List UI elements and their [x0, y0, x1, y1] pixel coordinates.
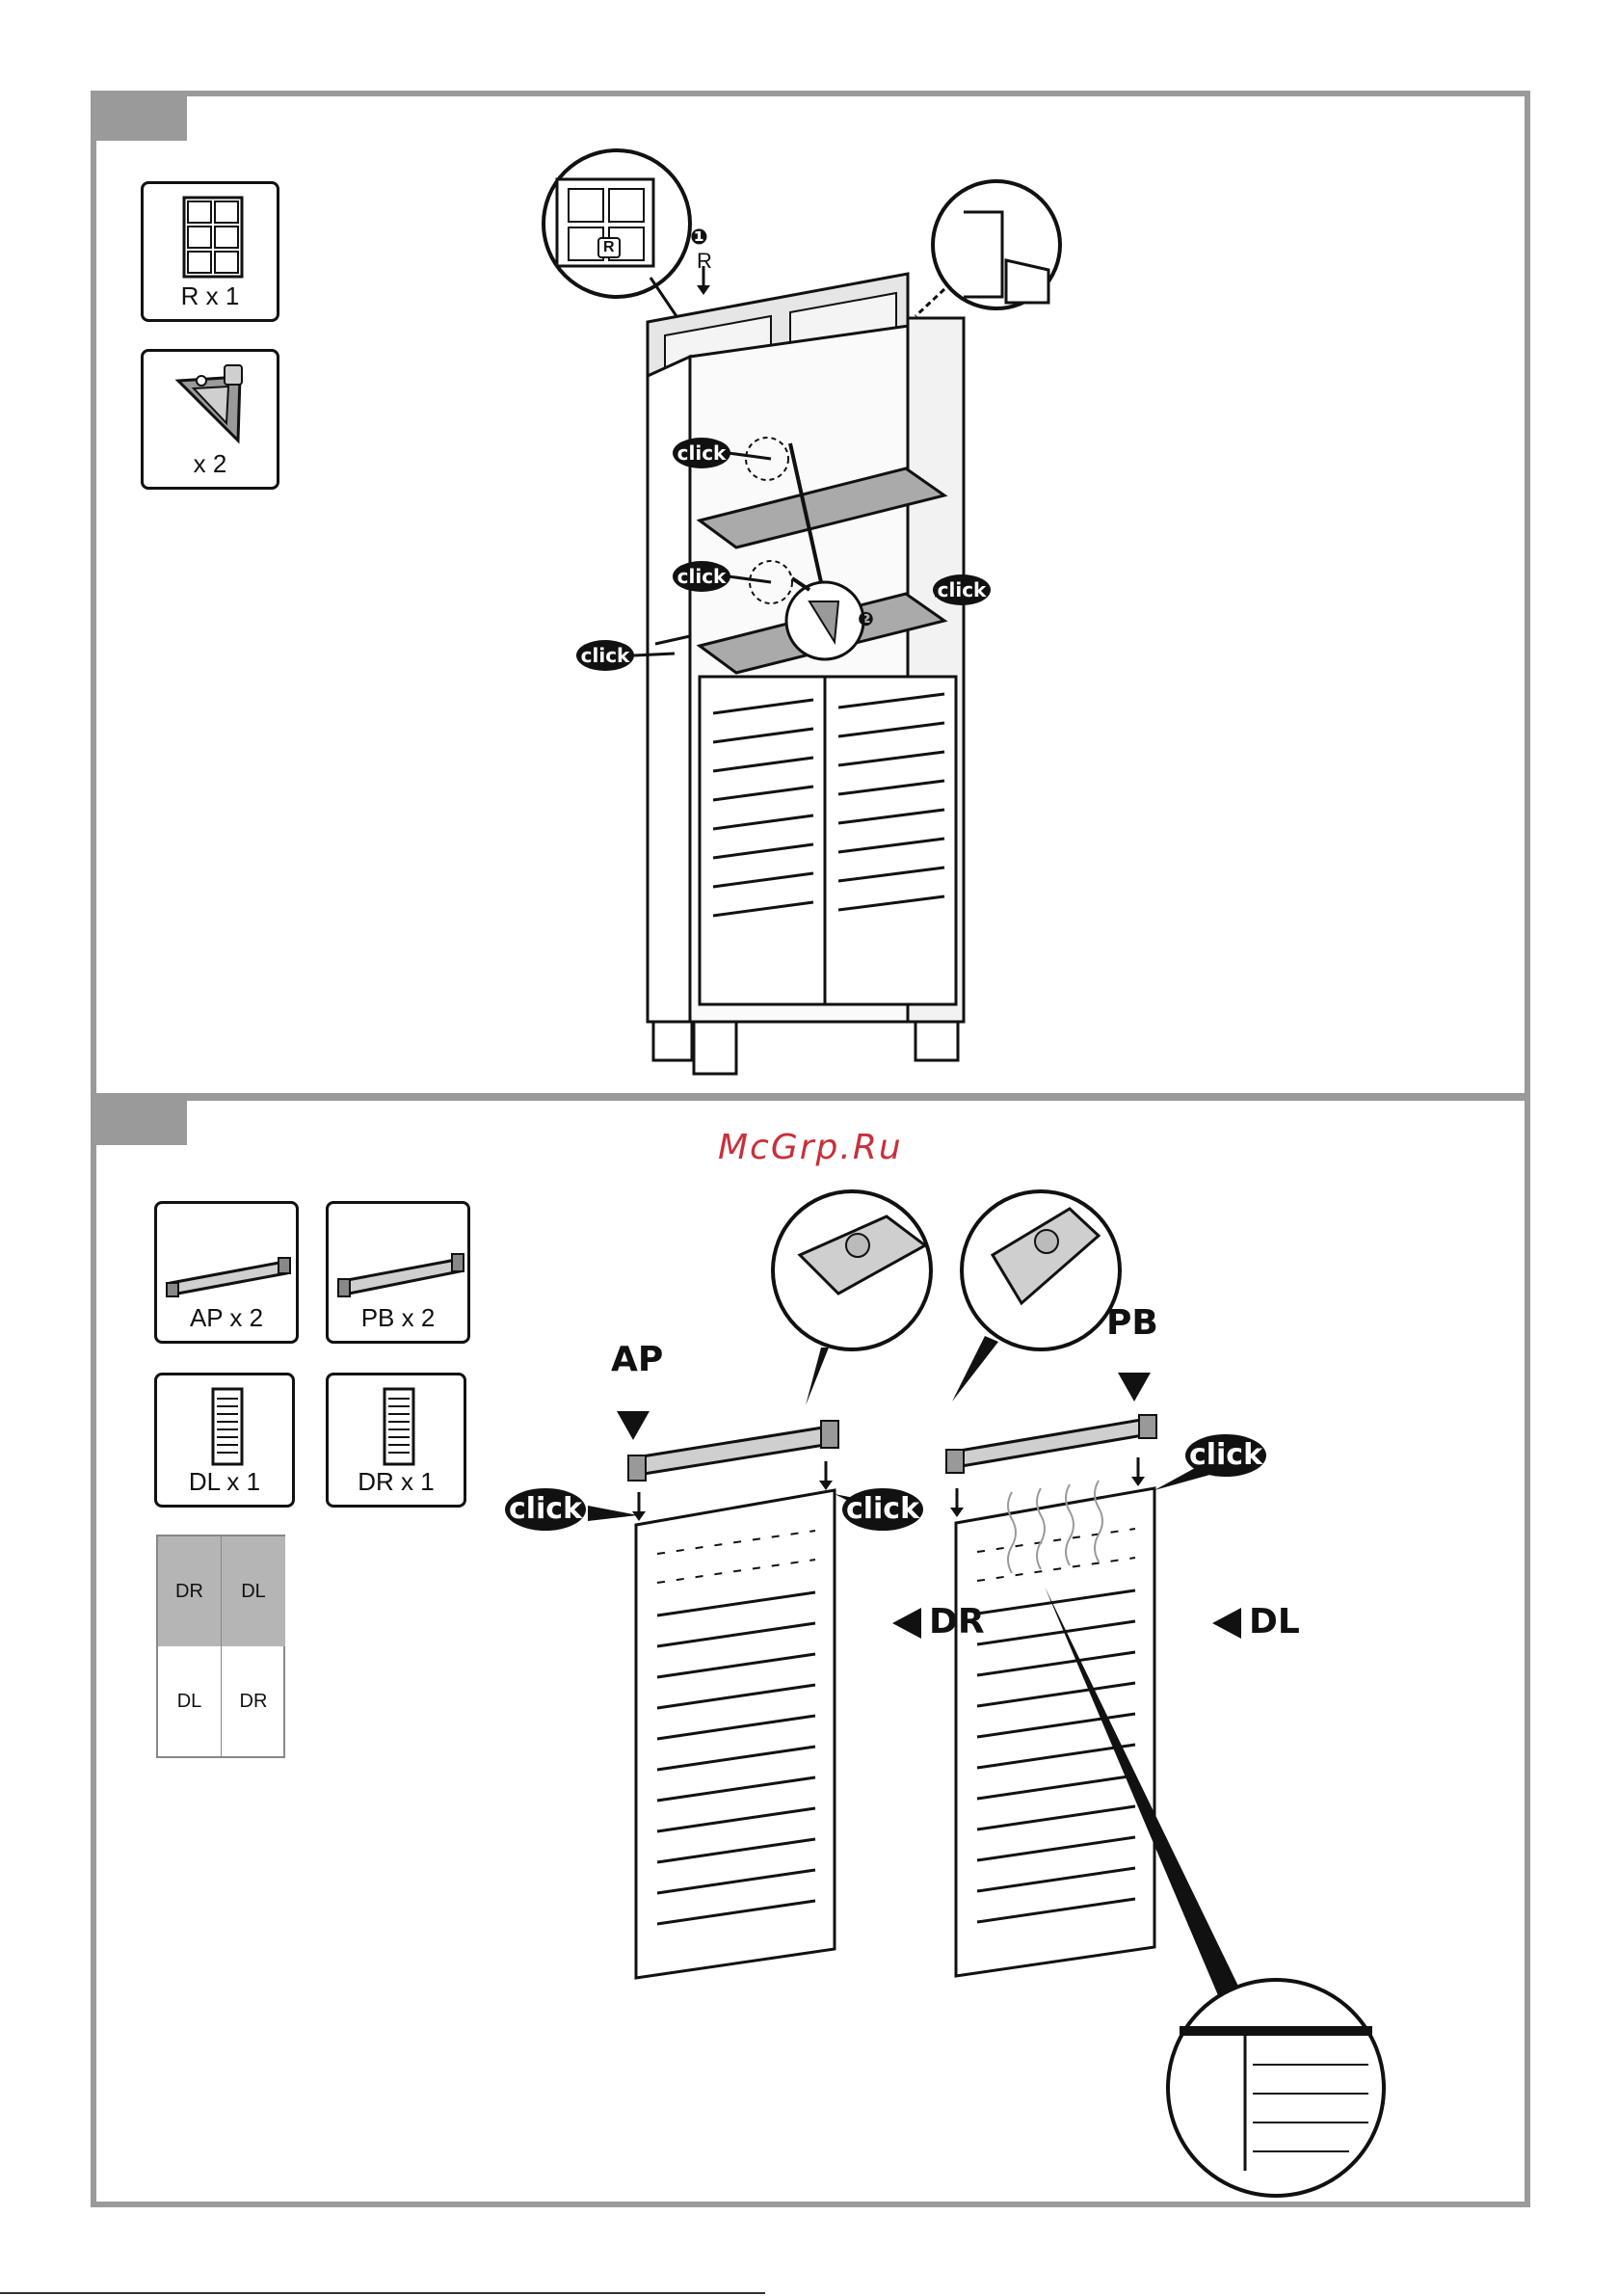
click-badge-shelf-mid: click [673, 561, 730, 592]
click-badge-center: click [842, 1488, 923, 1531]
callout-pb: PB [1106, 1303, 1158, 1343]
door-assembly-drawing [96, 1101, 1523, 2209]
panel-tag-r: R [597, 237, 621, 258]
step-2-panel: AP x 2 PB x 2 DL x 1 [91, 1095, 1530, 2207]
step-number-2: ❷ [858, 607, 874, 630]
grid-cell-bottom-right: DR [222, 1646, 285, 1756]
click-badge-shelf-top: click [673, 438, 730, 468]
step-number-1: ❶ [690, 226, 708, 250]
grid-cell-top-right: DL [222, 1536, 285, 1646]
cabinet-assembly-drawing [96, 96, 1523, 1099]
click-badge-shelf-right: click [933, 574, 991, 605]
panel-letter-r: R [697, 249, 712, 274]
step-1-panel: R x 1 x 2 [91, 91, 1530, 1099]
click-badge-side: click [576, 640, 634, 671]
grid-cell-top-left: DR [158, 1536, 222, 1646]
callout-dr: DR [929, 1602, 985, 1642]
click-badge-right-door: click [1185, 1434, 1266, 1477]
grid-cell-bottom-left: DL [158, 1646, 222, 1756]
callout-dl: DL [1249, 1602, 1300, 1642]
watermark: McGrp.Ru [718, 1128, 903, 1167]
callout-ap: AP [611, 1340, 663, 1379]
footer-rule [0, 2292, 765, 2294]
click-badge-left-door: click [505, 1488, 586, 1531]
door-position-grid: DR DL DL DR [156, 1535, 285, 1758]
